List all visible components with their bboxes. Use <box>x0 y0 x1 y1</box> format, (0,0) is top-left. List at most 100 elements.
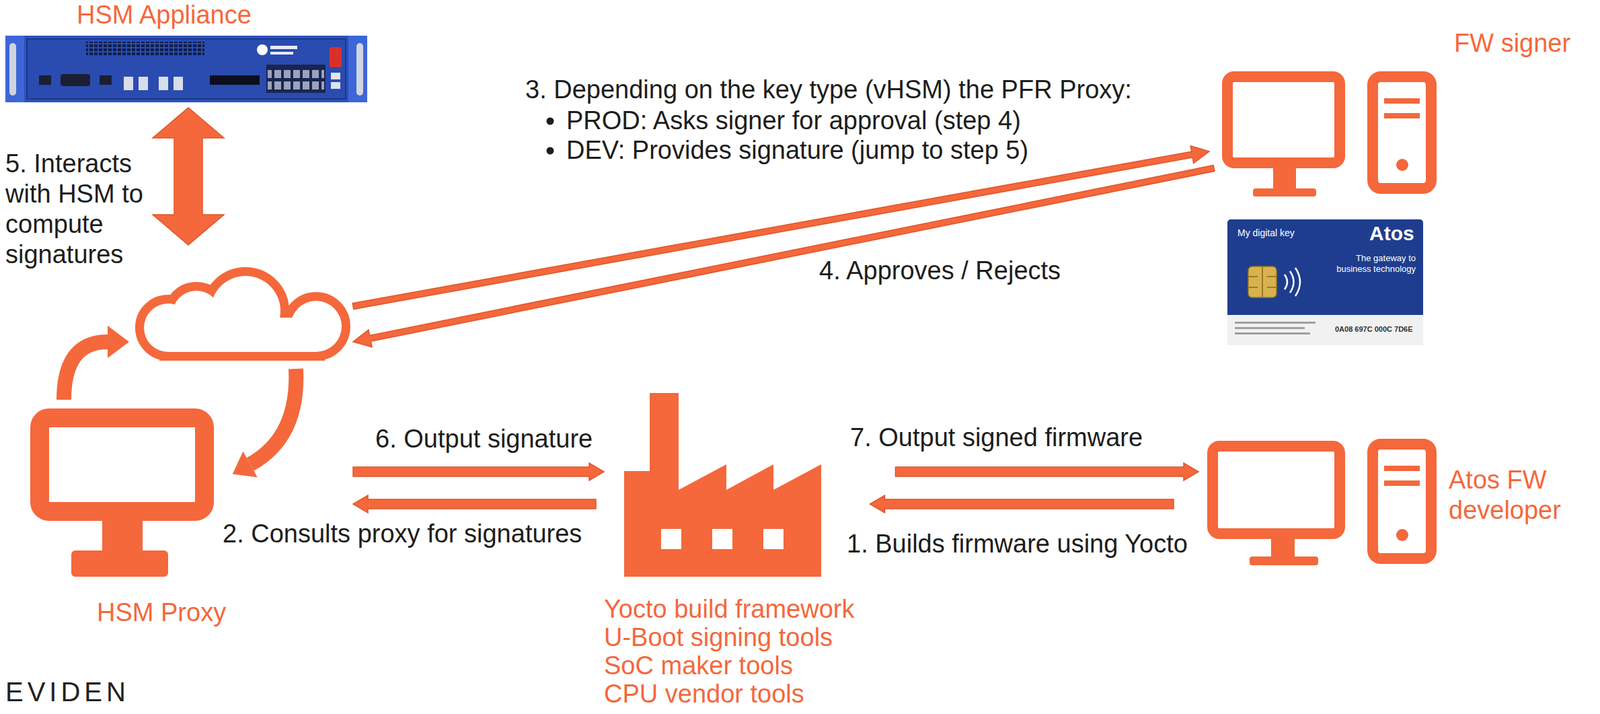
card-chip <box>1248 266 1277 298</box>
rack-handle <box>9 43 17 96</box>
appliance-chassis <box>5 35 368 103</box>
network-port <box>39 75 52 85</box>
step-label: 4. Approves / Rejects <box>819 255 1061 286</box>
tower-case <box>1372 76 1432 189</box>
bullet-dot <box>546 117 555 126</box>
usb-port <box>138 76 148 91</box>
cloud-base <box>168 317 317 352</box>
block-arrow <box>152 107 224 245</box>
step-label: 3. Depending on the key type (vHSM) the … <box>525 74 1132 105</box>
bullet-text: PROD: Asks signer for approval (step 4) <box>566 105 1021 136</box>
step-label: 5. Interacts with HSM to compute signatu… <box>5 148 152 270</box>
block-arrow <box>353 462 604 481</box>
rack-handle <box>356 43 364 96</box>
chip-contacts <box>1248 266 1277 298</box>
monitor-base <box>1249 556 1319 565</box>
factory-window <box>712 528 733 549</box>
lcd-display <box>209 75 260 85</box>
node-heading: HSM Appliance <box>76 0 252 31</box>
fw-signer-computer <box>1227 76 1432 197</box>
block-arrow <box>353 494 596 513</box>
step-label: 7. Output signed firmware <box>850 422 1143 453</box>
network-port <box>99 75 112 85</box>
panel-button <box>330 72 341 80</box>
card-text: My digital key <box>1237 227 1295 239</box>
monitor-base <box>71 550 169 577</box>
hsm-appliance-picture <box>5 35 368 103</box>
step-label: 2. Consults proxy for signatures <box>222 518 582 549</box>
bullet-dot <box>546 147 555 155</box>
sync-arrow <box>250 368 296 465</box>
vga-port <box>60 73 91 87</box>
tower-case <box>1372 443 1432 559</box>
hsm-proxy-node: HSM Proxy <box>25 266 354 628</box>
block-arrow <box>352 145 1210 310</box>
vent-grille <box>86 41 205 56</box>
bullet-text: DEV: Provides signature (jump to step 5) <box>566 135 1029 166</box>
monitor-neck <box>1273 168 1297 190</box>
monitor-neck <box>102 520 143 553</box>
front-panel <box>26 39 346 99</box>
usb-port <box>173 76 183 91</box>
power-switch <box>329 47 342 68</box>
vendor-logo-bar <box>270 45 298 50</box>
cloud-base <box>168 317 317 352</box>
tool-list-item: CPU vendor tools <box>603 679 805 708</box>
vendor-logo-bar <box>270 51 294 55</box>
factory-window <box>763 528 784 549</box>
block-arrow <box>869 494 1174 513</box>
keypad-keys <box>267 66 325 91</box>
card-body <box>1227 219 1424 346</box>
sync-arrow-head <box>107 325 130 358</box>
fine-print <box>1234 326 1305 329</box>
card-strip <box>1227 314 1424 346</box>
fw-signer-node: FW signer <box>1216 28 1571 200</box>
smart-card-node: My digital key AtosThe gateway to busines… <box>1227 219 1424 346</box>
brand-logo: EVIDEN <box>5 676 130 707</box>
contactless-symbol <box>1284 267 1301 296</box>
node-heading: FW signer <box>1454 28 1571 59</box>
fw-developer-node: Atos FW developer <box>1201 433 1587 569</box>
hsm-appliance-node: HSM Appliance <box>5 0 368 103</box>
monitor-neck <box>1271 538 1295 558</box>
sync-arrow <box>63 341 108 400</box>
tool-list-item: Yocto build framework <box>603 594 855 623</box>
vendor-logo <box>256 44 268 56</box>
block-arrow <box>353 165 1215 348</box>
factory-building <box>624 392 822 577</box>
drive-bays <box>1384 100 1420 116</box>
yocto-factory-node: Yocto build frameworkU-Boot signing tool… <box>603 392 855 708</box>
fine-print <box>1234 332 1311 335</box>
step-label: 6. Output signature <box>375 423 593 454</box>
card-logo: Atos <box>1369 221 1415 245</box>
power-button <box>1396 528 1409 541</box>
panel-button <box>330 82 341 89</box>
block-arrow <box>895 462 1199 481</box>
card-tagline: The gateway to business technology <box>1323 252 1416 275</box>
keypad <box>266 64 326 93</box>
power-button <box>1396 158 1409 171</box>
step-label: 1. Builds firmware using Yocto <box>846 528 1188 559</box>
node-heading: HSM Proxy <box>96 597 226 628</box>
monitor-screen <box>1212 445 1340 534</box>
card-serial: 0A08 697C 000C 7D6E <box>1335 324 1414 334</box>
tool-list-item: SoC maker tools <box>603 651 793 680</box>
sync-arrow-head <box>232 451 258 478</box>
cloud-fill <box>143 275 342 352</box>
usb-port <box>123 76 134 91</box>
monitor-screen <box>39 417 205 512</box>
fine-print <box>1234 321 1316 324</box>
tool-list-item: U-Boot signing tools <box>603 622 833 652</box>
factory-icon <box>624 392 822 577</box>
factory-window <box>661 528 682 549</box>
rack-ear <box>5 35 25 103</box>
node-heading: Atos FW developer <box>1448 464 1587 526</box>
drive-bays <box>1384 468 1420 483</box>
fw-developer-computer <box>1212 443 1432 565</box>
usb-port <box>158 76 169 91</box>
monitor-base <box>1252 188 1317 197</box>
rack-ear <box>348 35 368 103</box>
smart-card-picture <box>1227 219 1424 346</box>
